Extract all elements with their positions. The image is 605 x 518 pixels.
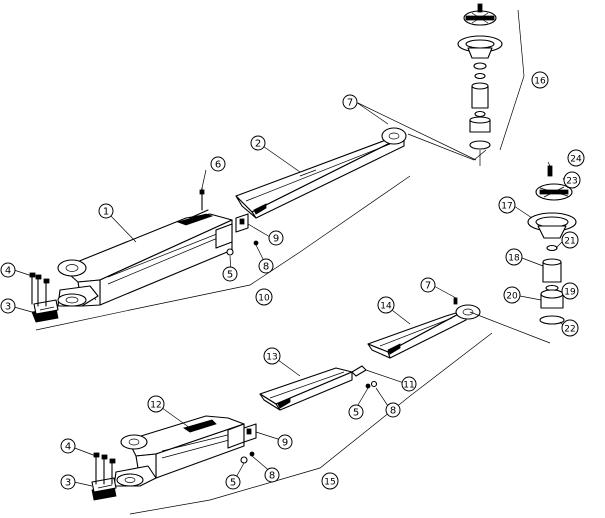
arm-pivot-head-upper [31,259,99,323]
extension-arm-upper [235,127,407,219]
callout-4b: 4 [60,438,76,454]
callout-label-4a: 4 [5,266,11,277]
callout-2: 2 [250,135,266,151]
callout-4a: 4 [0,262,16,278]
callout-22: 22 [561,319,579,337]
callout-label-14: 14 [380,302,392,312]
pad-assembly-top [457,3,503,166]
callout-3b: 3 [60,474,76,490]
callout-label-12: 12 [150,401,161,411]
callout-3a: 3 [0,298,16,314]
callout-label-24: 24 [570,155,582,165]
callout-label-5a: 5 [227,270,233,281]
arm-pivot-head-lower [91,434,157,501]
pad-assembly-right [527,165,577,325]
callout-8c: 8 [264,467,280,483]
callout-label-20: 20 [506,292,518,302]
upper-arm-assembly [29,127,407,323]
callout-6: 6 [210,156,226,172]
callout-label-19: 19 [564,288,576,298]
callout-7b: 7 [420,277,436,293]
callout-label-11: 11 [403,381,414,391]
callout-label-9b: 9 [282,438,288,449]
callout-label-6: 6 [215,160,221,171]
callout-19: 19 [561,282,579,300]
callout-1: 1 [98,203,114,219]
callout-15: 15 [321,472,339,490]
callout-8b: 8 [385,402,401,418]
callout-label-16: 16 [534,77,546,87]
callout-label-10: 10 [258,294,270,304]
callout-label-8b: 8 [390,406,396,417]
lock-plate-lower [227,423,257,464]
callout-label-5c: 5 [230,478,236,489]
callout-label-7b: 7 [425,281,431,292]
callout-16: 16 [531,71,549,89]
callout-label-5b: 5 [353,408,359,419]
callout-13: 13 [263,347,281,365]
callout-label-8a: 8 [263,262,269,273]
callout-7a: 7 [342,94,358,110]
callout-14: 14 [377,296,395,314]
leader-lines [13,9,569,515]
bolts-lower [93,452,116,485]
callout-label-23: 23 [566,177,577,187]
callout-label-9a: 9 [273,234,279,245]
callout-11: 11 [401,376,417,392]
callout-label-8c: 8 [269,471,275,482]
callout-label-2: 2 [255,139,261,150]
callout-17: 17 [498,196,516,214]
callout-label-17: 17 [501,202,512,212]
callout-12: 12 [147,395,165,413]
callout-5c: 5 [225,474,241,490]
lock-plate-upper [199,187,259,256]
callout-label-4b: 4 [65,442,71,453]
callout-21: 21 [561,231,579,249]
callout-5b: 5 [348,404,364,420]
callout-label-3b: 3 [65,478,71,489]
callout-label-18: 18 [508,254,520,264]
callout-8a: 8 [258,258,274,274]
extension-arm-lower-14 [367,297,481,359]
callout-label-21: 21 [564,237,575,247]
callout-label-13: 13 [266,353,277,363]
callout-label-22: 22 [564,325,575,335]
callout-23: 23 [563,171,581,189]
callout-label-7a: 7 [347,98,353,109]
callout-9b: 9 [277,434,293,450]
callout-9a: 9 [268,230,284,246]
callout-24: 24 [567,149,585,167]
callout-label-1: 1 [103,207,109,218]
bolts-upper [29,272,50,307]
callout-5a: 5 [222,266,238,282]
callout-10: 10 [255,288,273,306]
callout-20: 20 [503,286,521,304]
lower-arm-assembly [91,297,481,501]
callout-label-3a: 3 [5,302,11,313]
callout-18: 18 [505,248,523,266]
extension-arm-lower-13 [259,365,378,411]
callout-label-15: 15 [324,478,335,488]
